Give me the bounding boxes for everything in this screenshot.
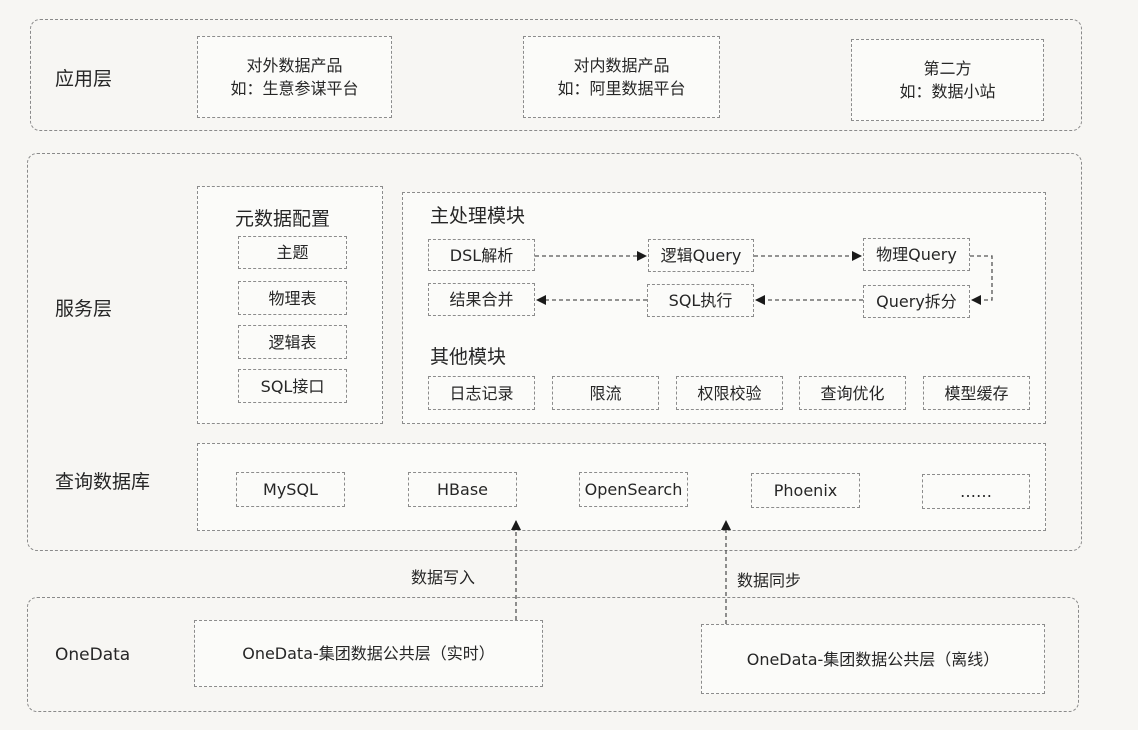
db-mysql: MySQL [236,472,345,507]
external-data-product-box: 对外数据产品 如：生意参谋平台 [197,36,392,118]
other-module-model-cache: 模型缓存 [923,376,1030,410]
db-hbase: HBase [408,472,517,507]
physical-query-box: 物理Query [863,238,970,271]
metadata-config-title: 元数据配置 [235,208,331,230]
onedata-offline-box: OneData-集团数据公共层（离线） [701,624,1045,694]
other-module-rate-limit: 限流 [552,376,659,410]
result-merge-box: 结果合并 [428,283,535,316]
onedata-layer [27,597,1079,712]
main-processing-title: 主处理模块 [430,205,526,227]
dsl-parse-box: DSL解析 [428,239,535,271]
metadata-item-logical-table: 逻辑表 [238,325,347,359]
arrow-physical-to-split [970,255,993,305]
data-write-label: 数据写入 [411,568,476,587]
second-party-example: 如：数据小站 [899,82,996,101]
metadata-item-sql-interface: SQL接口 [238,369,347,403]
internal-data-product-box: 对内数据产品 如：阿里数据平台 [523,36,720,118]
metadata-item-topic: 主题 [238,236,347,269]
internal-data-product-example: 如：阿里数据平台 [557,79,686,98]
data-sync-label: 数据同步 [737,571,802,590]
db-opensearch: OpenSearch [579,472,688,507]
external-data-product-example: 如：生意参谋平台 [230,79,359,98]
other-modules-title: 其他模块 [430,346,507,368]
other-module-logging: 日志记录 [428,376,535,410]
application-layer-label: 应用层 [55,68,113,90]
logical-query-box: 逻辑Query [648,239,754,272]
onedata-layer-label: OneData [55,645,131,665]
other-module-query-optimization: 查询优化 [799,376,906,410]
onedata-realtime-box: OneData-集团数据公共层（实时） [194,620,543,687]
query-split-box: Query拆分 [863,285,970,318]
application-layer [30,19,1082,131]
metadata-item-physical-table: 物理表 [238,281,347,315]
service-layer [27,153,1082,551]
sql-execute-box: SQL执行 [647,284,754,317]
second-party-box: 第二方 如：数据小站 [851,39,1044,121]
query-db-label: 查询数据库 [55,471,151,493]
db-phoenix: Phoenix [751,473,860,508]
second-party-title: 第二方 [923,59,972,78]
other-module-permission-check: 权限校验 [676,376,783,410]
db-more: …… [922,474,1030,509]
external-data-product-title: 对外数据产品 [246,56,343,75]
service-layer-label: 服务层 [55,298,113,320]
internal-data-product-title: 对内数据产品 [573,56,670,75]
